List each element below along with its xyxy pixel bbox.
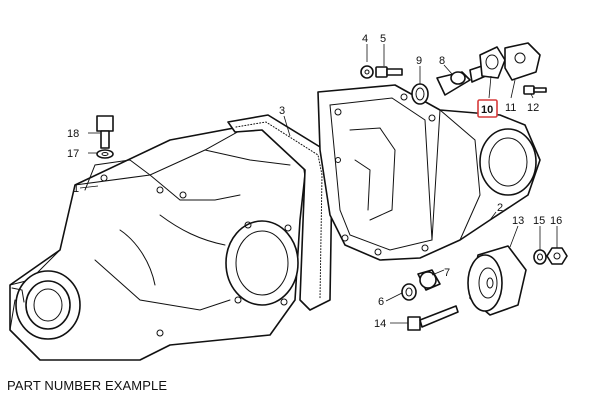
nut-16 (546, 247, 568, 265)
callout-11: 11 (505, 102, 516, 114)
bolt-14 (407, 305, 459, 331)
connector-11 (504, 42, 541, 81)
gasket-plate-10 (479, 46, 506, 79)
callout-4: 4 (362, 33, 368, 45)
callout-14: 14 (374, 318, 386, 330)
sensor-8 (436, 64, 489, 96)
caption-text: PART NUMBER EXAMPLE (7, 378, 168, 393)
highlight-box-10 (477, 99, 498, 118)
washer-15 (533, 249, 547, 265)
seal-ring-6 (401, 283, 417, 301)
callout-6: 6 (378, 296, 384, 308)
rear-cover (317, 84, 541, 261)
bushing-13 (467, 245, 527, 316)
o-ring-9 (411, 83, 429, 105)
callout-1: 1 (73, 183, 79, 195)
plug-7 (417, 269, 441, 291)
callout-16: 16 (550, 215, 562, 227)
gasket (227, 114, 333, 311)
callout-10: 10 (481, 104, 493, 116)
callout-13: 13 (512, 215, 524, 227)
callout-12: 12 (527, 102, 539, 114)
callout-8: 8 (439, 55, 445, 67)
callout-18: 18 (67, 128, 79, 140)
callout-5: 5 (380, 33, 386, 45)
leader-lines (79, 44, 558, 324)
bolt-18-and-washer-17 (96, 115, 114, 159)
callout-9: 9 (416, 55, 422, 67)
callout-3: 3 (279, 105, 285, 117)
callout-2: 2 (497, 202, 503, 214)
callout-15: 15 (533, 215, 545, 227)
callout-7: 7 (444, 267, 450, 279)
bolt-12 (523, 85, 547, 95)
callout-17: 17 (67, 148, 79, 160)
bolt-4-and-washer-5 (360, 65, 403, 79)
differential-housing (9, 124, 331, 361)
callout-labels: 4 5 9 8 10 11 12 3 18 17 1 2 13 15 16 7 … (67, 33, 562, 330)
